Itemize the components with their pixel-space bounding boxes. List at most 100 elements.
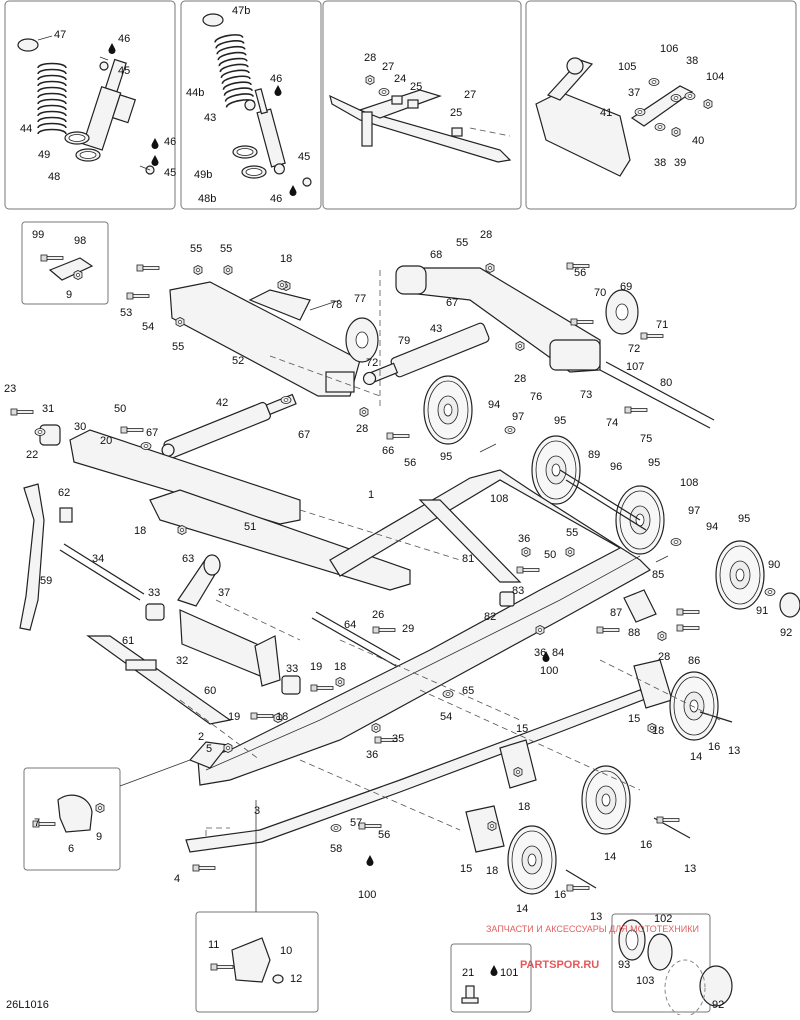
callout-14c: 14 (516, 903, 528, 915)
callout-18b: 18 (134, 525, 146, 537)
panel-detail-10 (195, 911, 319, 1013)
callout-19b: 19 (228, 711, 240, 723)
callout-25b: 25 (450, 107, 462, 119)
callout-86: 86 (688, 655, 700, 667)
callout-88: 88 (628, 627, 640, 639)
callout-42: 42 (216, 397, 228, 409)
callout-72b: 72 (628, 343, 640, 355)
callout-55e: 55 (566, 527, 578, 539)
callout-26: 26 (372, 609, 384, 621)
callout-36a: 36 (518, 533, 530, 545)
callout-106: 106 (660, 43, 678, 55)
callout-28d: 28 (356, 423, 368, 435)
callout-55d: 55 (456, 237, 468, 249)
callout-92a: 92 (780, 627, 792, 639)
callout-89: 89 (588, 449, 600, 461)
callout-53: 53 (120, 307, 132, 319)
callout-33a: 33 (148, 587, 160, 599)
callout-57: 57 (350, 817, 362, 829)
callout-59: 59 (40, 575, 52, 587)
callout-23: 23 (4, 383, 16, 395)
callout-16c: 16 (554, 889, 566, 901)
callout-2: 2 (198, 731, 204, 743)
callout-18c: 18 (334, 661, 346, 673)
callout-100b: 100 (358, 889, 376, 901)
callout-33b: 33 (286, 663, 298, 675)
watermark: ЗАПЧАСТИ И АКСЕССУАРЫ ДЛЯ МОТОТЕХНИКИ PA… (486, 924, 699, 971)
callout-105: 105 (618, 61, 636, 73)
callout-64: 64 (344, 619, 356, 631)
drawing-code: 26L1016 (6, 999, 49, 1011)
callout-44b: 44b (186, 87, 204, 99)
callout-95d: 95 (738, 513, 750, 525)
callout-70: 70 (594, 287, 606, 299)
callout-99: 99 (32, 229, 44, 241)
callout-13b: 13 (684, 863, 696, 875)
callout-16a: 16 (708, 741, 720, 753)
callout-94b: 94 (706, 521, 718, 533)
callout-51: 51 (244, 521, 256, 533)
callout-28b: 28 (480, 229, 492, 241)
callout-13c: 13 (590, 911, 602, 923)
callout-28c: 28 (514, 373, 526, 385)
callout-24: 24 (394, 73, 406, 85)
callout-58: 58 (330, 843, 342, 855)
callout-95a: 95 (440, 451, 452, 463)
callout-43a: 43 (204, 112, 216, 124)
panel-detail-93 (611, 913, 733, 1017)
callout-87: 87 (610, 607, 622, 619)
callout-50b: 50 (544, 549, 556, 561)
callout-52: 52 (232, 355, 244, 367)
callout-56c: 56 (378, 829, 390, 841)
callout-48b: 48b (198, 193, 216, 205)
callout-44: 44 (20, 123, 32, 135)
panel-detail-21 (450, 943, 532, 1013)
callout-15c: 15 (460, 863, 472, 875)
callout-15b: 15 (516, 723, 528, 735)
callout-21: 21 (462, 967, 474, 979)
callout-28e: 28 (658, 651, 670, 663)
callout-50a: 50 (114, 403, 126, 415)
callout-16b: 16 (640, 839, 652, 851)
callout-47b: 47b (232, 5, 250, 17)
callout-46c: 46 (270, 73, 282, 85)
callout-45c: 45 (298, 151, 310, 163)
callout-18d: 18 (276, 711, 288, 723)
callout-54b: 54 (440, 711, 452, 723)
callout-77: 77 (354, 293, 366, 305)
slide-rail-assembly (185, 469, 651, 853)
callout-56a: 56 (574, 267, 586, 279)
callout-49: 49 (38, 149, 50, 161)
callout-103: 103 (636, 975, 654, 987)
callout-18f: 18 (518, 801, 530, 813)
callout-54a: 54 (142, 321, 154, 333)
callout-95b: 95 (554, 415, 566, 427)
callout-78: 78 (330, 299, 342, 311)
callout-98: 98 (74, 235, 86, 247)
callout-108a: 108 (490, 493, 508, 505)
callout-14a: 14 (690, 751, 702, 763)
callout-95c: 95 (648, 457, 660, 469)
callout-38b: 38 (654, 157, 666, 169)
callout-55b: 55 (220, 243, 232, 255)
callout-19a: 19 (310, 661, 322, 673)
callout-46b: 46 (164, 136, 176, 148)
panel-rear-arm (525, 0, 797, 210)
callout-100a: 100 (540, 665, 558, 677)
callout-43b: 43 (430, 323, 442, 335)
callout-61: 61 (122, 635, 134, 647)
callout-9b: 9 (96, 831, 102, 843)
callout-69: 69 (620, 281, 632, 293)
callout-34: 34 (92, 553, 104, 565)
callout-22: 22 (26, 449, 38, 461)
callout-83: 83 (512, 585, 524, 597)
callout-71: 71 (656, 319, 668, 331)
callout-36c: 36 (366, 749, 378, 761)
callout-28a: 28 (364, 52, 376, 64)
rear-arm-assembly (395, 265, 715, 429)
callout-37a: 37 (628, 87, 640, 99)
alignment-lines (119, 270, 721, 912)
callout-15a: 15 (628, 713, 640, 725)
